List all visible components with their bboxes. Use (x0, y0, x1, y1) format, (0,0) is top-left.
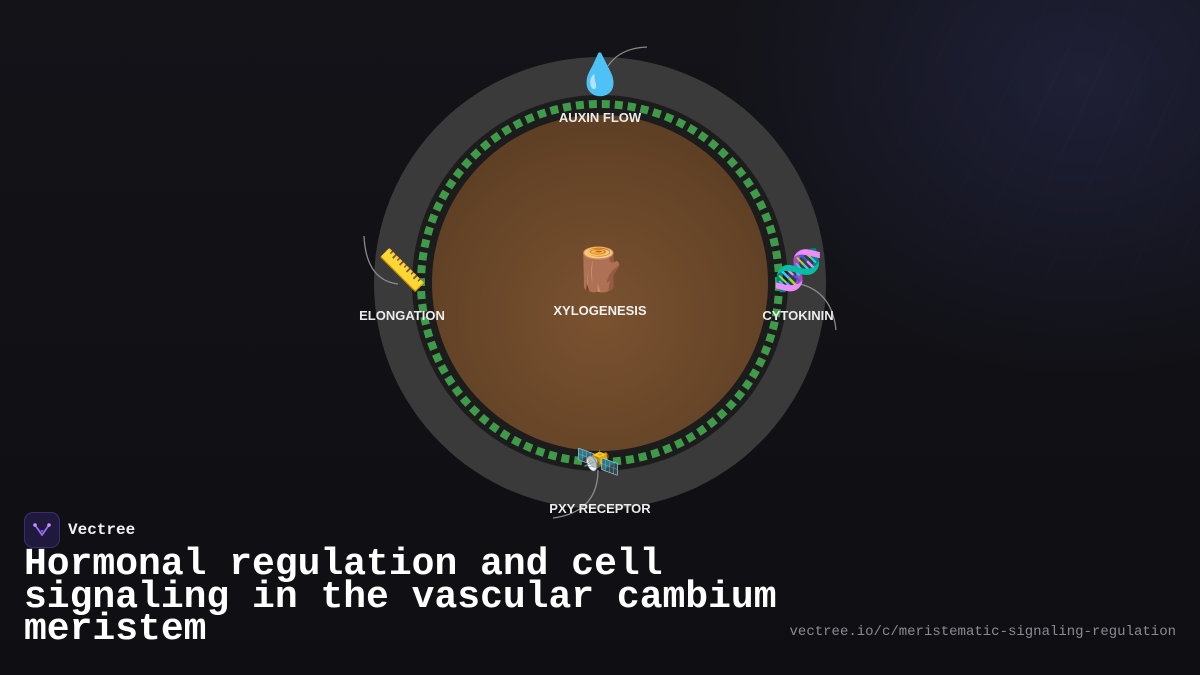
ruler-icon: 📏 (377, 247, 427, 294)
node-cytokinin: 🧬 CYTOKININ (762, 246, 833, 323)
node-label: CYTOKININ (762, 308, 833, 323)
dashed-ring (417, 100, 783, 466)
node-label: PXY RECEPTOR (549, 501, 651, 516)
cytokinin-connector (799, 283, 837, 331)
auxin-connector (607, 46, 648, 67)
dna-icon: 🧬 (773, 246, 823, 294)
node-pxy-receptor: 🛰️ PXY RECEPTOR (549, 442, 651, 516)
page-title: Hormonal regulation and cell signaling i… (24, 543, 777, 651)
wood-log-icon: 🪵 (574, 245, 626, 294)
vectree-logo-icon (24, 512, 60, 548)
satellite-icon: 🛰️ (576, 442, 621, 483)
pxy-connector (552, 469, 599, 519)
center-label: XYLOGENESIS (553, 303, 647, 318)
node-auxin: 💧 AUXIN FLOW (559, 51, 642, 125)
brand-name: Vectree (68, 521, 136, 539)
droplet-icon: 💧 (575, 51, 625, 98)
node-label: AUXIN FLOW (559, 110, 642, 125)
node-label: ELONGATION (359, 308, 445, 323)
brand: Vectree (24, 512, 135, 548)
page-url[interactable]: vectree.io/c/meristematic-signaling-regu… (789, 624, 1176, 640)
elongation-connector (363, 235, 399, 285)
core-circle (432, 115, 768, 451)
node-elongation: 📏 ELONGATION (359, 247, 445, 323)
